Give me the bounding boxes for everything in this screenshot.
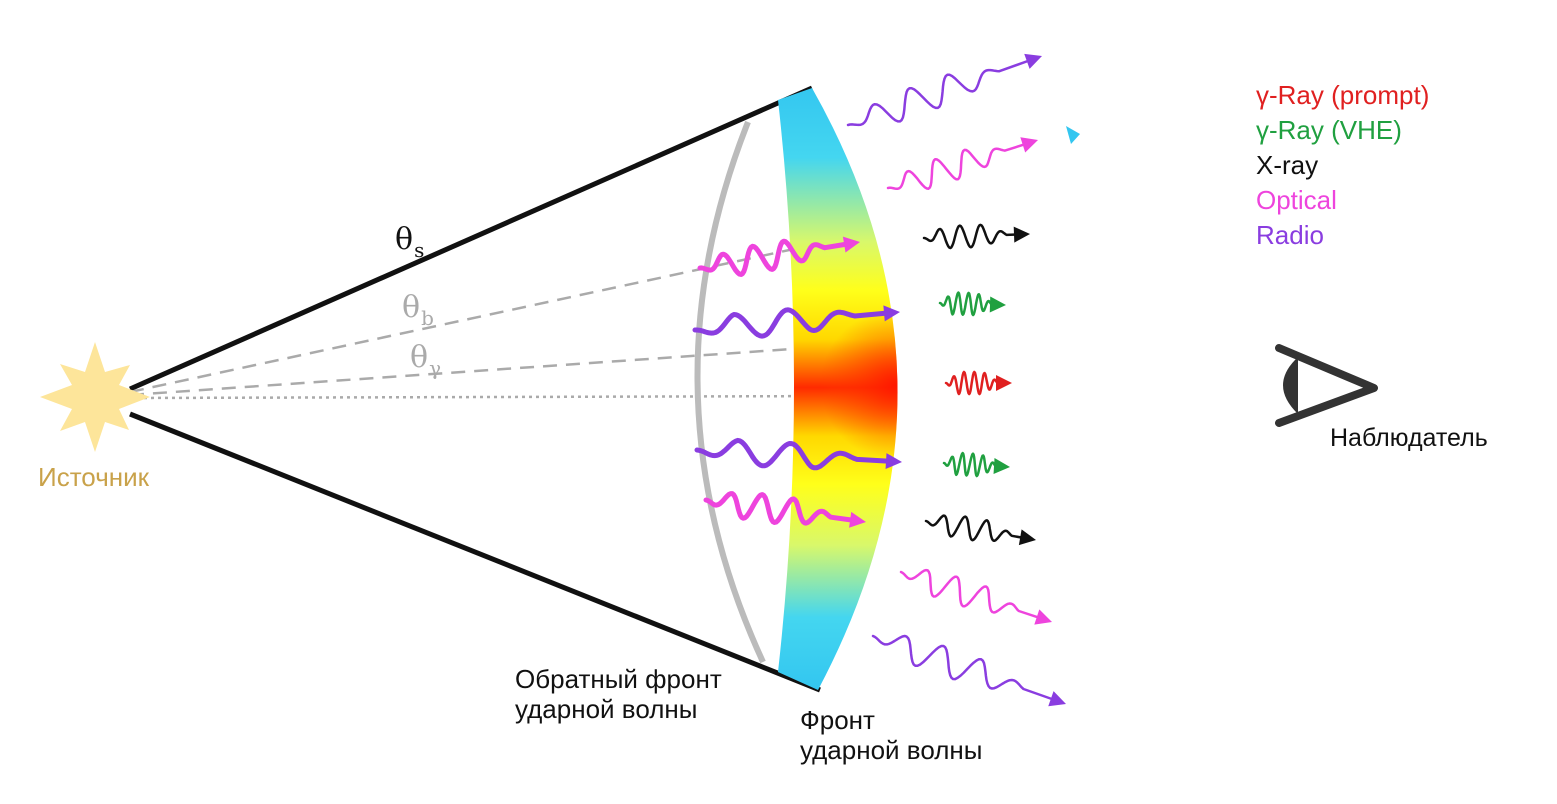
reverse-shock-label: Обратный фронт ударной волны — [515, 664, 722, 724]
legend-item-gamma-prompt: γ-Ray (prompt) — [1256, 80, 1430, 110]
reverse-shock-label-line1: Обратный фронт — [515, 664, 722, 694]
shock-front-hotspot — [778, 88, 898, 690]
wave-arrows — [692, 53, 1080, 707]
theta-b-line — [129, 236, 846, 394]
shock-front-label-line1: Фронт — [800, 705, 875, 735]
wave-vhe-out-1-head — [989, 296, 1006, 313]
wave-radio-out-2-head — [1048, 691, 1066, 707]
wave-vhe-out-2 — [942, 451, 1000, 478]
wave-optical-in-1 — [697, 238, 851, 277]
wave-optical-in-2-head — [849, 511, 866, 528]
wave-radio-in-2 — [694, 437, 893, 471]
wave-xray-out-1 — [922, 223, 1020, 250]
reverse-shock-arc — [694, 120, 766, 664]
theta-gamma-label: θγ — [410, 340, 442, 380]
wave-optical-out-1 — [886, 142, 1028, 191]
wave-radio-in-2-head — [885, 453, 902, 470]
shock-front-label-line2: ударной волны — [800, 735, 983, 765]
wave-xray-out-2 — [924, 514, 1026, 543]
wave-radio-out-2 — [871, 634, 1056, 702]
wave-xray-out-2-head — [1018, 529, 1036, 546]
eye-icon — [1275, 344, 1378, 427]
theta-s-label: θs — [395, 222, 425, 262]
wave-optical-in-2 — [703, 491, 857, 526]
legend-item-optical: Optical — [1256, 185, 1337, 215]
wave-prompt-out — [944, 370, 1002, 396]
source-label: Источник — [38, 462, 149, 492]
wave-optical-out-1-head — [1020, 137, 1038, 153]
wave-prompt-out-head — [996, 375, 1012, 391]
cone-lower-edge — [129, 411, 821, 693]
theta-gamma-line — [129, 343, 851, 397]
wave-optical-in-1-head — [842, 236, 860, 253]
legend-item-xray: X-ray — [1256, 150, 1319, 180]
wave-radio-out-1-head — [1024, 53, 1042, 69]
axis-line — [129, 394, 856, 400]
observer-label: Наблюдатель — [1330, 424, 1488, 452]
wave-optical-out-2-head — [1034, 609, 1052, 625]
star-burst-icon — [40, 342, 150, 452]
wave-vhe-out-2-head — [993, 458, 1010, 475]
wave-radio-in-1 — [692, 307, 891, 339]
shock-front-label: Фронт ударной волны — [800, 705, 982, 765]
legend-item-gamma-vhe: γ-Ray (VHE) — [1256, 115, 1402, 145]
wave-optical-out-2 — [899, 568, 1042, 620]
wave-vhe-out-1 — [938, 291, 996, 317]
wave-radio-in-1-head — [883, 305, 900, 322]
legend: γ-Ray (prompt) γ-Ray (VHE) X-ray Optical… — [1256, 78, 1429, 253]
legend-item-radio: Radio — [1256, 220, 1324, 250]
theta-b-label: θb — [402, 290, 434, 330]
wave-radio-out-1 — [846, 58, 1032, 127]
cone-upper-edge — [128, 85, 814, 392]
reverse-shock-label-line2: ударной волны — [515, 694, 698, 724]
stray-arrowhead — [1066, 126, 1080, 144]
wave-xray-out-1-head — [1013, 226, 1030, 243]
